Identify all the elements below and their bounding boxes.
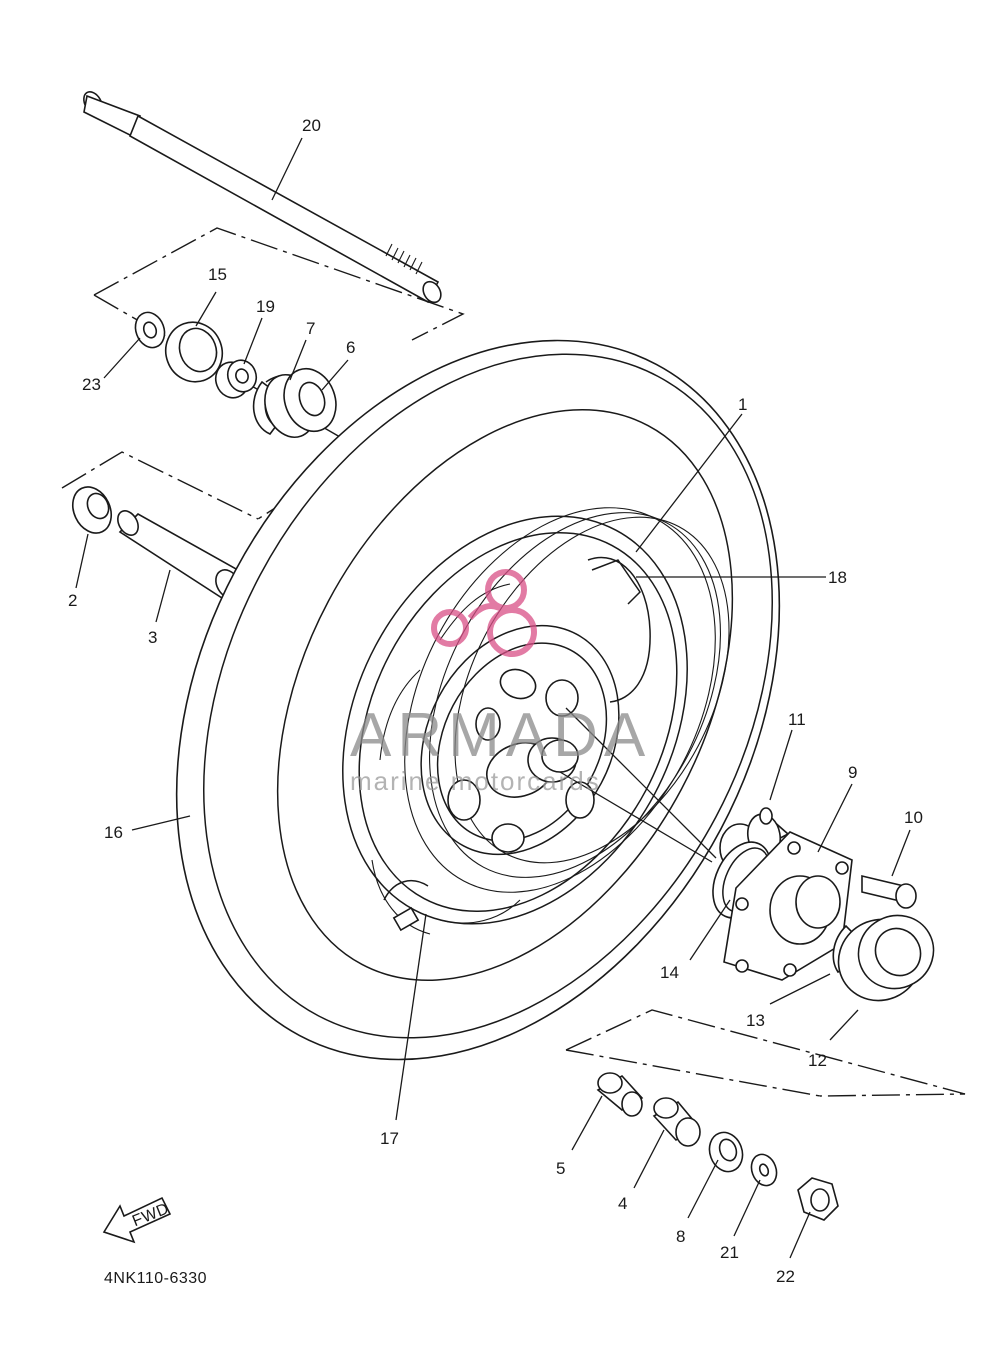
watermark-tagline: marine motorcards [350, 766, 601, 796]
nut-part-22[interactable] [797, 1177, 839, 1221]
callout-12: 12 [808, 1051, 827, 1070]
callout-5: 5 [556, 1159, 565, 1178]
callout-9: 9 [848, 763, 857, 782]
bolt-part-10[interactable] [861, 874, 917, 909]
callout-18: 18 [828, 568, 847, 587]
callout-17: 17 [380, 1129, 399, 1148]
callout-7: 7 [306, 319, 315, 338]
watermark-brand: ARMADA [350, 701, 651, 770]
bearing-part-6[interactable] [257, 361, 345, 444]
collar-part-4[interactable] [652, 1097, 701, 1147]
callout-4: 4 [618, 1194, 627, 1213]
callout-6: 6 [346, 338, 355, 357]
watermark: ARMADA marine motorcards [350, 569, 651, 796]
callout-19: 19 [256, 297, 275, 316]
callout-15: 15 [208, 265, 227, 284]
callout-13: 13 [746, 1011, 765, 1030]
oil-seal-part-8[interactable] [704, 1128, 748, 1177]
callout-16: 16 [104, 823, 123, 842]
callout-1: 1 [738, 395, 747, 414]
callout-10: 10 [904, 808, 923, 827]
oil-seal-part-15[interactable] [157, 314, 230, 390]
callout-2: 2 [68, 591, 77, 610]
collar-part-3[interactable] [114, 507, 245, 602]
oil-seal-part-12[interactable] [824, 902, 947, 1016]
callout-11: 11 [788, 710, 806, 729]
callout-3: 3 [148, 628, 157, 647]
washer-part-23[interactable] [131, 308, 170, 351]
sprocket-clutch-hub-part-9[interactable] [723, 831, 853, 981]
wheel-rim[interactable] [275, 454, 785, 984]
callout-23: 23 [82, 375, 101, 394]
forward-direction-arrow-icon: FWD [102, 1196, 172, 1244]
callout-14: 14 [660, 963, 679, 982]
leader-lines [75, 137, 911, 1259]
callout-21: 21 [720, 1243, 739, 1262]
callout-22: 22 [776, 1267, 795, 1286]
callout-8: 8 [676, 1227, 685, 1246]
tire-part-16[interactable] [57, 235, 899, 1164]
washer-part-21[interactable] [747, 1151, 780, 1189]
collar-part-5[interactable] [596, 1072, 644, 1117]
oil-seal-part-2[interactable] [66, 481, 119, 540]
callout-20: 20 [302, 116, 321, 135]
watermark-logo-icon [431, 569, 537, 657]
drawing-code: 4NK110-6330 [104, 1270, 207, 1287]
spacer-part-19[interactable] [211, 356, 261, 402]
